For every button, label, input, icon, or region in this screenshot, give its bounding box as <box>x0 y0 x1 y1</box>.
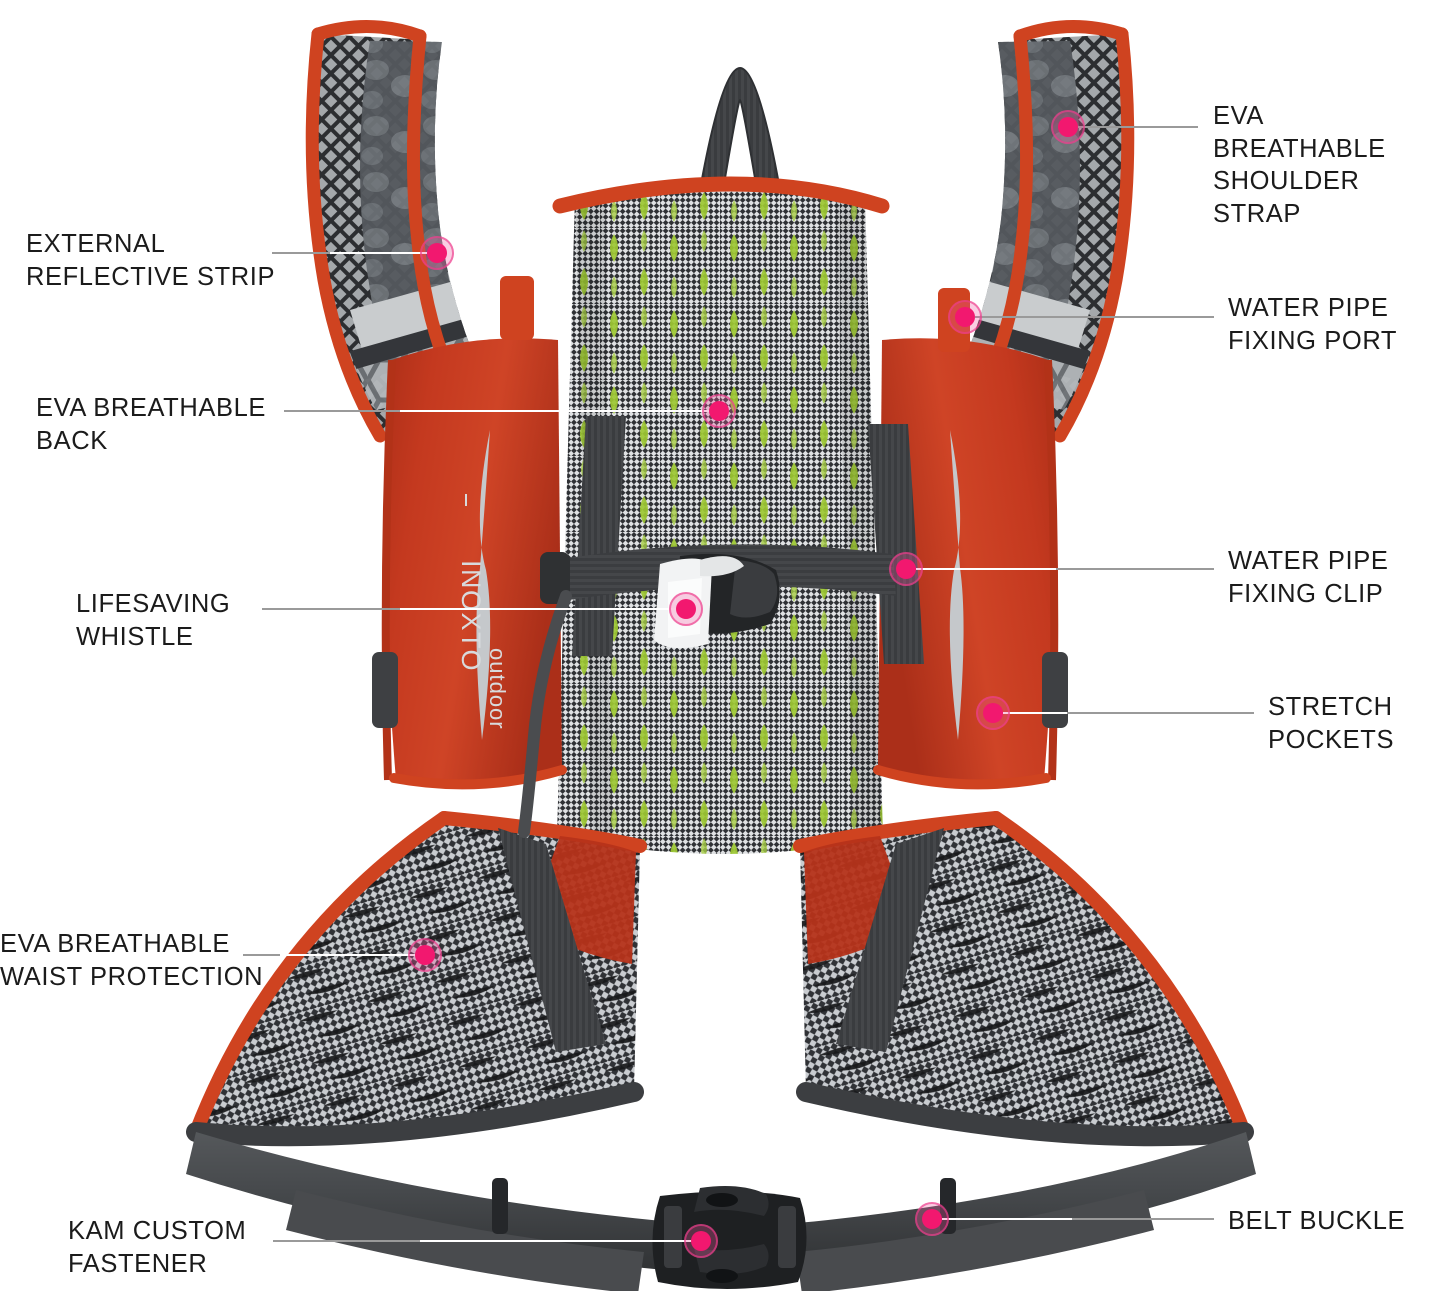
leader-line-overlay-whistle <box>400 608 679 610</box>
marker-lifesaving-whistle[interactable] <box>669 592 703 626</box>
orange-body-panels: INOXTO outdoor <box>372 338 1068 790</box>
leader-line-overlay-kam <box>420 1240 694 1242</box>
left-pocket-reflective-stripe <box>476 430 491 740</box>
callout-label-water-pipe-fixing-port: WATER PIPE FIXING PORT <box>1228 294 1398 355</box>
marker-eva-breathable-shoulder-strap[interactable] <box>1051 110 1085 144</box>
strap-adjuster-left <box>540 552 570 604</box>
marker-water-pipe-fixing-port[interactable] <box>948 300 982 334</box>
left-side-loop <box>372 652 398 728</box>
callout-label-eva-breathable-waist-protection: EVA BREATHABLE WAIST PROTECTION <box>0 930 264 991</box>
marker-external-reflective-strip[interactable] <box>420 236 454 270</box>
leader-line-overlay-belt-buckle <box>942 1218 1072 1220</box>
leader-line-overlay-stretch-pockets <box>1003 712 1067 714</box>
leader-line-overlay-waist-protection <box>280 954 418 956</box>
brand-wordmark: INOXTO <box>456 560 486 672</box>
marker-eva-breathable-waist-protection[interactable] <box>408 938 442 972</box>
leader-line-overlay-back <box>400 410 712 412</box>
marker-stretch-pockets[interactable] <box>976 696 1010 730</box>
sternum-strap-assembly <box>518 544 896 838</box>
leader-line-overlay-fixing-clip <box>916 568 1056 570</box>
leader-line-belt-buckle <box>942 1218 1214 1220</box>
callout-label-stretch-pockets: STRETCH POCKETS <box>1268 693 1395 754</box>
left-orange-tab <box>500 276 534 340</box>
belt-buckle-center <box>652 1186 807 1289</box>
leader-line-water-pipe-fixing-clip <box>916 568 1214 570</box>
callout-label-belt-buckle: BELT BUCKLE <box>1228 1207 1406 1235</box>
leader-line-stretch-pockets <box>1003 712 1254 714</box>
right-pocket-reflective-stripe <box>949 430 964 740</box>
callout-label-eva-breathable-back: EVA BREATHABLE BACK <box>36 394 266 455</box>
marker-eva-breathable-back[interactable] <box>702 394 736 428</box>
left-diagonal-webbing <box>498 828 606 1052</box>
callout-label-kam-custom-fastener: KAM CUSTOM FASTENER <box>68 1217 247 1278</box>
callout-label-eva-breathable-shoulder-strap: EVA BREATHABLE SHOULDER STRAP <box>1213 102 1386 228</box>
leader-line-eva-breathable-shoulder-strap <box>1078 126 1198 128</box>
marker-kam-custom-fastener[interactable] <box>684 1224 718 1258</box>
brand-tagline: outdoor <box>485 648 510 730</box>
marker-water-pipe-fixing-clip[interactable] <box>889 552 923 586</box>
callout-label-water-pipe-fixing-clip: WATER PIPE FIXING CLIP <box>1228 547 1389 608</box>
right-diagonal-webbing <box>836 828 944 1052</box>
marker-belt-buckle[interactable] <box>915 1202 949 1236</box>
right-side-loop <box>1042 652 1068 728</box>
leader-line-water-pipe-fixing-port <box>975 316 1214 318</box>
left-stretch-pocket <box>385 338 562 785</box>
callout-label-external-reflective-strip: EXTERNAL REFLECTIVE STRIP <box>26 230 276 291</box>
belt-keeper-left <box>492 1178 508 1234</box>
leader-line-overlay-reflective-strip <box>330 252 430 254</box>
callout-label-lifesaving-whistle: LIFESAVING WHISTLE <box>76 590 231 651</box>
right-stretch-pocket <box>878 338 1055 785</box>
waist-belt <box>186 1132 1256 1291</box>
right-vertical-webbing <box>868 424 924 664</box>
